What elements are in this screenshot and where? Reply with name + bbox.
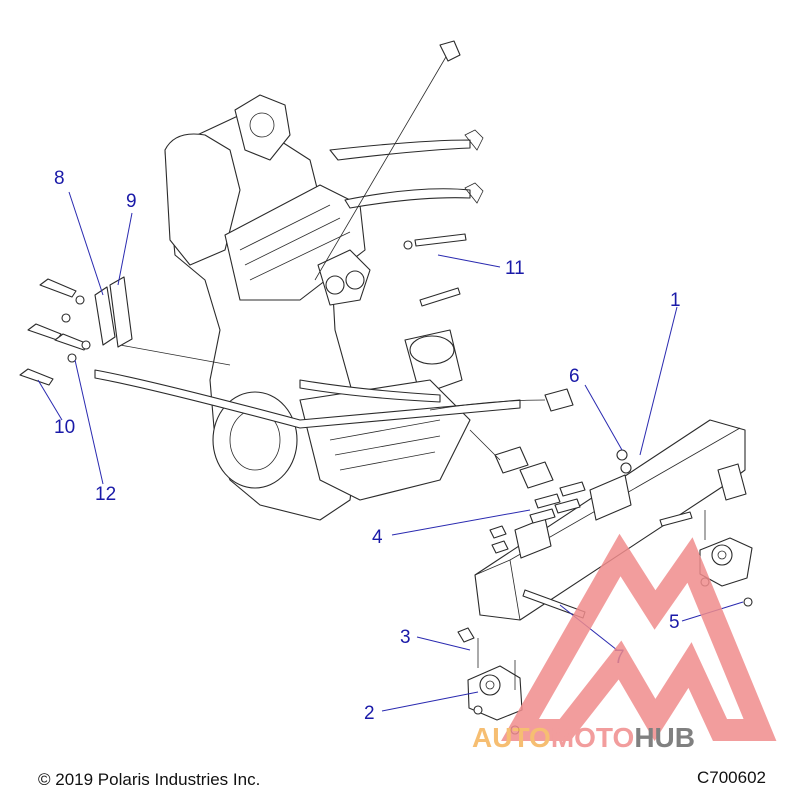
callout-numbers: 1 2 3 4 5 6 7 8 9 10 11 12	[54, 168, 681, 724]
callout-12: 12	[95, 484, 116, 505]
watermark-triangle-icon	[501, 533, 777, 742]
callout-2: 2	[364, 703, 375, 724]
callout-6: 6	[569, 366, 580, 387]
frame-crossmember	[474, 419, 747, 621]
watermark-logo: AUTOMOTOHUB	[472, 533, 777, 753]
callout-10: 10	[54, 417, 75, 438]
engine-assembly	[94, 40, 574, 521]
copyright-text: © 2019 Polaris Industries Inc.	[38, 770, 261, 789]
engine-mount-front	[467, 665, 523, 721]
callout-8: 8	[54, 168, 65, 189]
figure-code: C700602	[696, 768, 766, 787]
watermark-brand-text: AUTOMOTOHUB	[472, 722, 695, 753]
callout-4: 4	[372, 527, 383, 548]
callout-5: 5	[669, 612, 680, 633]
callout-1: 1	[670, 290, 681, 311]
callout-3: 3	[400, 627, 411, 648]
callout-11: 11	[505, 258, 525, 279]
callout-9: 9	[126, 191, 137, 212]
